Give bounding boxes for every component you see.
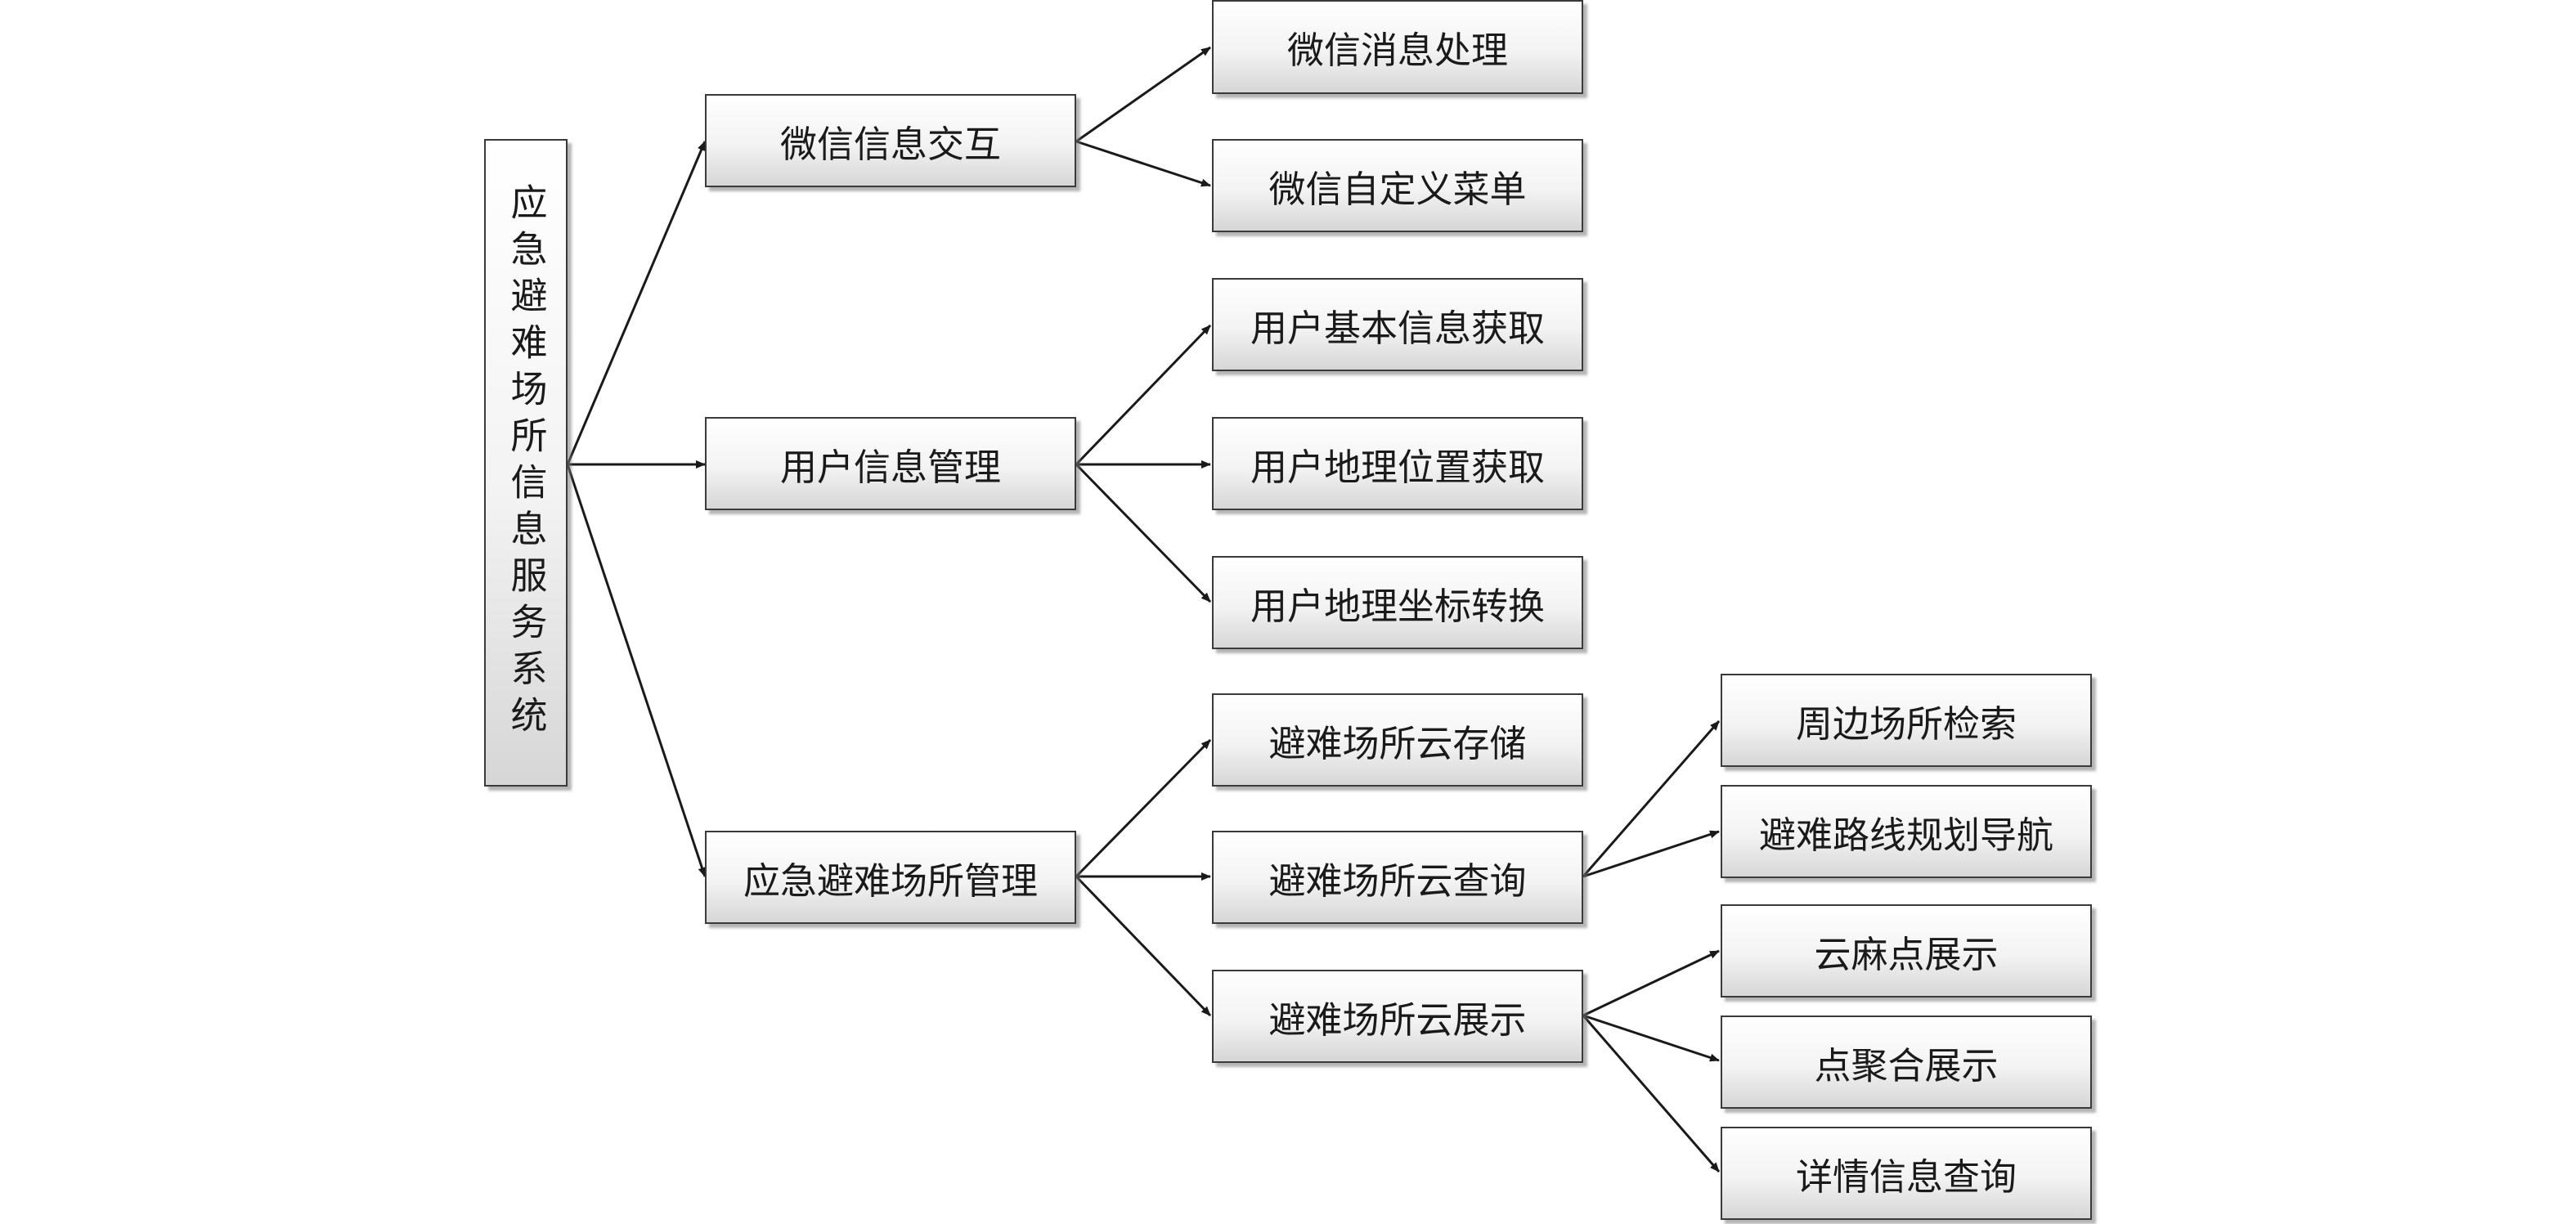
root-node: 应急避难场所信息服务系统 bbox=[484, 139, 568, 787]
node-detail-info-query: 详情信息查询 bbox=[1721, 1127, 2092, 1220]
node-shelter-cloud-storage: 避难场所云存储 bbox=[1212, 693, 1583, 787]
node-user-basic-info: 用户基本信息获取 bbox=[1212, 278, 1583, 371]
root-node-label: 应急避难场所信息服务系统 bbox=[504, 183, 548, 742]
arrow-query-to-route-planning bbox=[1582, 830, 1720, 878]
arrow-wechat-to-custom-menu bbox=[1075, 140, 1211, 187]
arrow-display-to-dense-point bbox=[1582, 949, 1720, 1017]
arrow-wechat-to-message-processing bbox=[1075, 46, 1211, 143]
node-user-coordinate-conversion: 用户地理坐标转换 bbox=[1212, 556, 1583, 649]
arrow-user-to-coordinate-conversion bbox=[1075, 463, 1212, 603]
node-route-planning-navigation: 避难路线规划导航 bbox=[1721, 785, 2092, 878]
arrow-display-to-point-cluster bbox=[1582, 1014, 1720, 1062]
node-shelter-cloud-query: 避难场所云查询 bbox=[1212, 831, 1583, 924]
arrow-user-to-basic-info bbox=[1075, 324, 1212, 466]
arrow-query-to-nearby-search bbox=[1582, 720, 1721, 877]
node-nearby-shelter-search: 周边场所检索 bbox=[1721, 674, 2092, 767]
arrow-display-to-detail-query bbox=[1582, 1015, 1721, 1172]
arrow-root-to-wechat-interaction bbox=[566, 141, 707, 465]
arrow-shelter-to-cloud-storage bbox=[1075, 738, 1212, 878]
arrow-root-to-shelter-management bbox=[566, 464, 707, 877]
node-wechat-custom-menu: 微信自定义菜单 bbox=[1212, 139, 1583, 232]
node-point-cluster-display: 点聚合展示 bbox=[1721, 1016, 2092, 1109]
node-wechat-interaction: 微信信息交互 bbox=[705, 94, 1076, 187]
node-user-location: 用户地理位置获取 bbox=[1212, 417, 1583, 510]
node-shelter-cloud-display: 避难场所云展示 bbox=[1212, 970, 1583, 1063]
node-cloud-dense-point-display: 云麻点展示 bbox=[1721, 904, 2092, 998]
arrow-shelter-to-cloud-display bbox=[1075, 875, 1212, 1017]
node-shelter-management: 应急避难场所管理 bbox=[705, 831, 1076, 924]
node-wechat-message-processing: 微信消息处理 bbox=[1212, 0, 1583, 94]
node-user-info-management: 用户信息管理 bbox=[705, 417, 1076, 510]
